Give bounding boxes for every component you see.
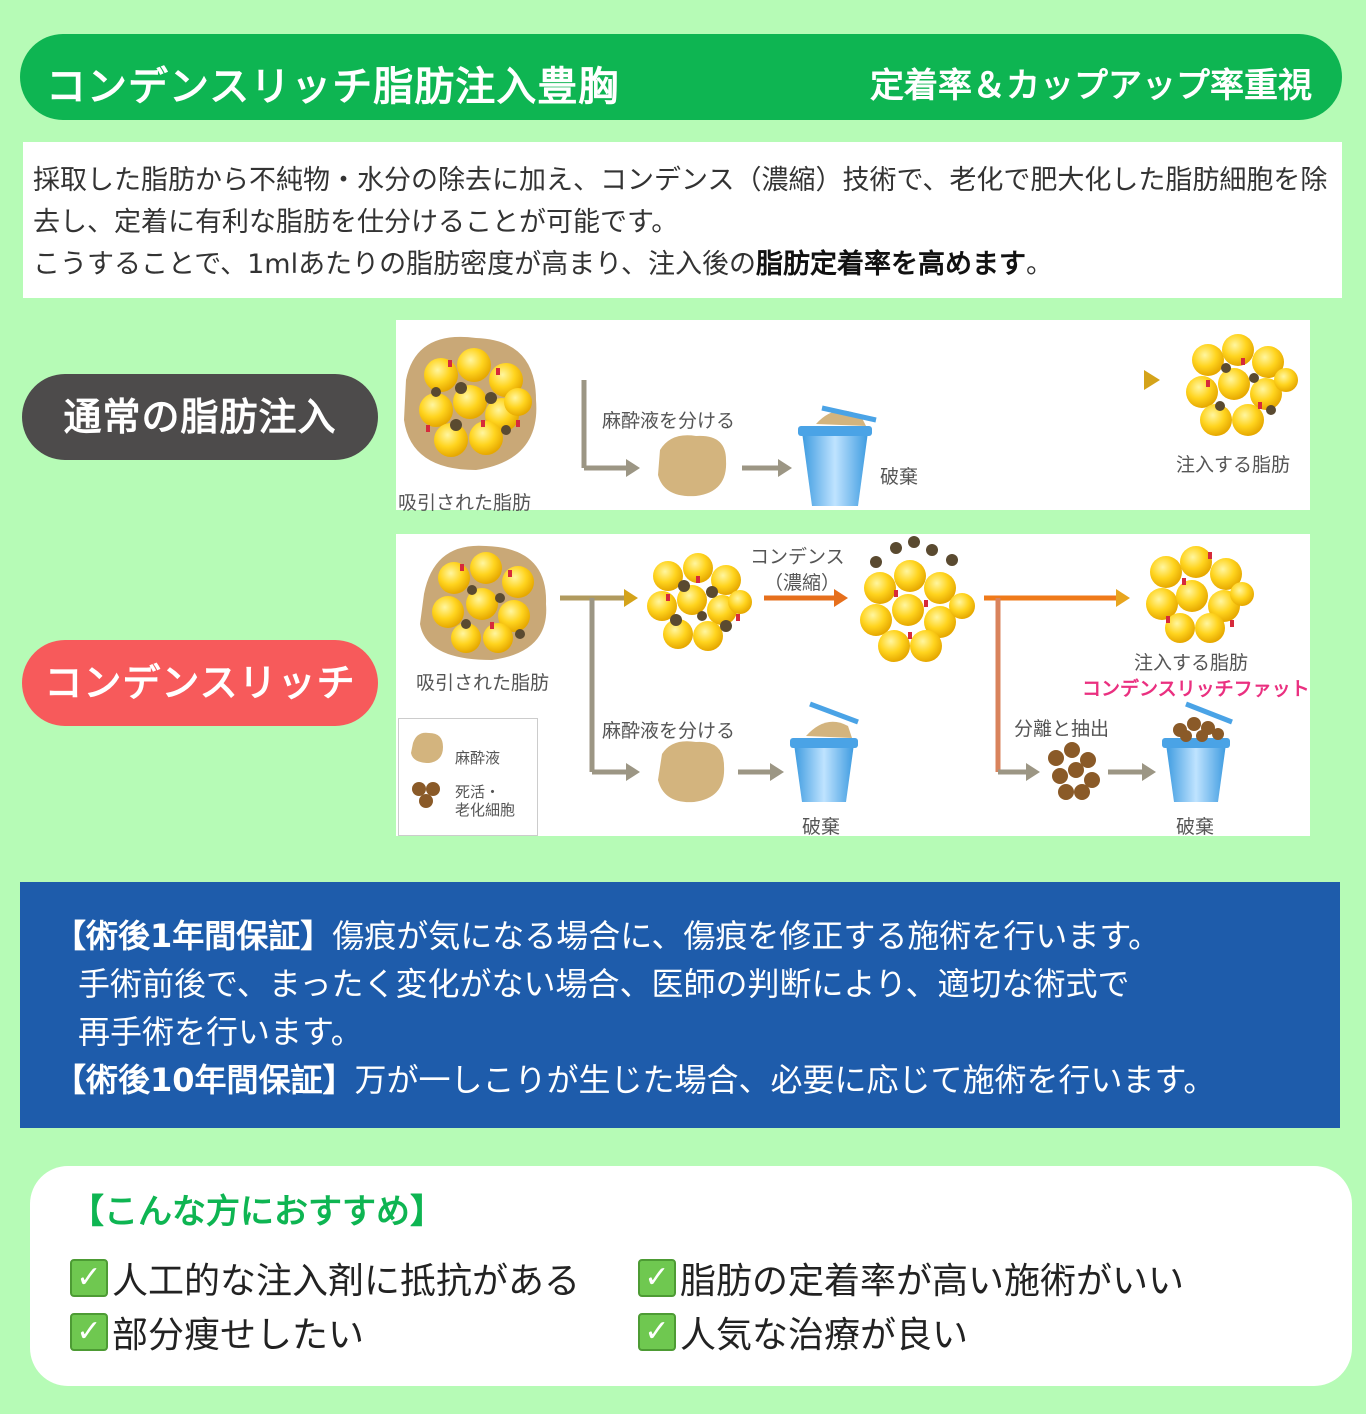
intro-text-box: 採取した脂肪から不純物・水分の除去に加え、コンデンス（濃縮）技術で、老化で肥大化… <box>23 142 1342 298</box>
check-icon: ✓ <box>70 1313 108 1351</box>
guarantee-1-line: 【術後1年間保証】傷痕が気になる場合に、傷痕を修正する施術を行います。 <box>54 912 1340 960</box>
suctioned-fat-label: 吸引された脂肪 <box>398 492 532 514</box>
suctioned-fat-label-2: 吸引された脂肪 <box>416 672 550 694</box>
guarantee-10-text: 万が一しこりが生じた場合、必要に応じて施術を行います。 <box>354 1061 1216 1099</box>
condense-label-2: （濃縮） <box>764 572 841 594</box>
recommendation-box: 【こんな方におすすめ】 ✓人工的な注入剤に抵抗がある ✓脂肪の定着率が高い施術が… <box>30 1166 1352 1386</box>
separate-extract-label: 分離と抽出 <box>1014 718 1110 740</box>
intro-line2-bold: 脂肪定着率を高めます <box>756 249 1027 280</box>
recommend-item: ✓人工的な注入剤に抵抗がある <box>70 1252 580 1304</box>
check-icon: ✓ <box>70 1259 108 1297</box>
normal-process-diagram: 吸引された脂肪 麻酔液を分ける 破棄 注入する脂肪 <box>396 320 1310 514</box>
guarantee-1-label: 【術後1年間保証】 <box>54 917 333 955</box>
condense-process-graphic <box>420 536 1254 803</box>
condense-label-1: コンデンス <box>750 546 845 568</box>
check-icon: ✓ <box>638 1313 676 1351</box>
condense-rich-pill: コンデンスリッチ <box>22 640 378 726</box>
guarantee-10-line: 【術後10年間保証】万が一しこりが生じた場合、必要に応じて施術を行います。 <box>54 1056 1340 1104</box>
separate-anesthetic-label-2: 麻酔液を分ける <box>602 720 736 742</box>
legend-dead-cells-label-1: 死活・ <box>455 783 501 801</box>
guarantee-1-text: 傷痕が気になる場合に、傷痕を修正する施術を行います。 <box>332 917 1161 955</box>
intro-line2-prefix: こうすることで、1mlあたりの脂肪密度が高まり、注入後の <box>33 249 757 280</box>
legend-dead-cells-label-2: 老化細胞 <box>455 801 516 819</box>
guarantee-1-line3: 再手術を行います。 <box>78 1013 363 1051</box>
normal-process-graphic <box>404 334 1298 506</box>
recommend-item: ✓脂肪の定着率が高い施術がいい <box>638 1252 1184 1304</box>
discard-label-2: 破棄 <box>802 816 841 838</box>
inject-fat-label: 注入する脂肪 <box>1176 454 1291 476</box>
intro-line1: 採取した脂肪から不純物・水分の除去に加え、コンデンス（濃縮）技術で、老化で肥大化… <box>33 165 1328 238</box>
guarantee-10-label: 【術後10年間保証】 <box>54 1061 355 1099</box>
header-banner: コンデンスリッチ脂肪注入豊胸 定着率＆カップアップ率重視 <box>20 34 1342 120</box>
separate-anesthetic-label: 麻酔液を分ける <box>602 410 736 432</box>
recommend-item-text: 脂肪の定着率が高い施術がいい <box>680 1261 1185 1302</box>
page-title: コンデンスリッチ脂肪注入豊胸 <box>46 64 620 110</box>
recommend-item: ✓部分痩せしたい <box>70 1306 364 1358</box>
dead-cell-legend-icon <box>412 782 440 808</box>
recommend-item: ✓人気な治療が良い <box>638 1306 968 1358</box>
normal-fat-injection-pill: 通常の脂肪注入 <box>22 374 378 460</box>
legend-anesthetic-label: 麻酔液 <box>455 749 501 767</box>
legend-icons <box>411 732 443 808</box>
diagram-legend: 麻酔液 死活・ 老化細胞 <box>398 718 538 836</box>
anesthetic-legend-icon <box>411 732 443 763</box>
inject-fat-label-2: 注入する脂肪 <box>1134 652 1249 674</box>
condense-rich-fat-label: コンデンスリッチファット <box>1082 678 1310 700</box>
guarantee-1-line2: 手術前後で、まったく変化がない場合、医師の判断により、適切な術式で <box>78 965 1130 1003</box>
intro-line2-suffix: 。 <box>1026 249 1054 280</box>
recommend-item-text: 部分痩せしたい <box>112 1315 365 1356</box>
recommendation-title: 【こんな方におすすめ】 <box>70 1192 444 1232</box>
intro-line2: こうすることで、1mlあたりの脂肪密度が高まり、注入後の脂肪定着率を高めます。 <box>33 244 1332 286</box>
page-subtitle: 定着率＆カップアップ率重視 <box>870 66 1312 106</box>
recommend-item-text: 人気な治療が良い <box>680 1315 969 1356</box>
guarantee-box: 【術後1年間保証】傷痕が気になる場合に、傷痕を修正する施術を行います。 手術前後… <box>20 882 1340 1128</box>
condense-process-diagram: 吸引された脂肪 コンデンス （濃縮） 麻酔液を分ける 破棄 注入する脂肪 コンデ… <box>396 534 1310 838</box>
check-icon: ✓ <box>638 1259 676 1297</box>
discard-label-3: 破棄 <box>1176 816 1215 838</box>
discard-label: 破棄 <box>880 466 919 488</box>
recommend-item-text: 人工的な注入剤に抵抗がある <box>112 1261 581 1302</box>
